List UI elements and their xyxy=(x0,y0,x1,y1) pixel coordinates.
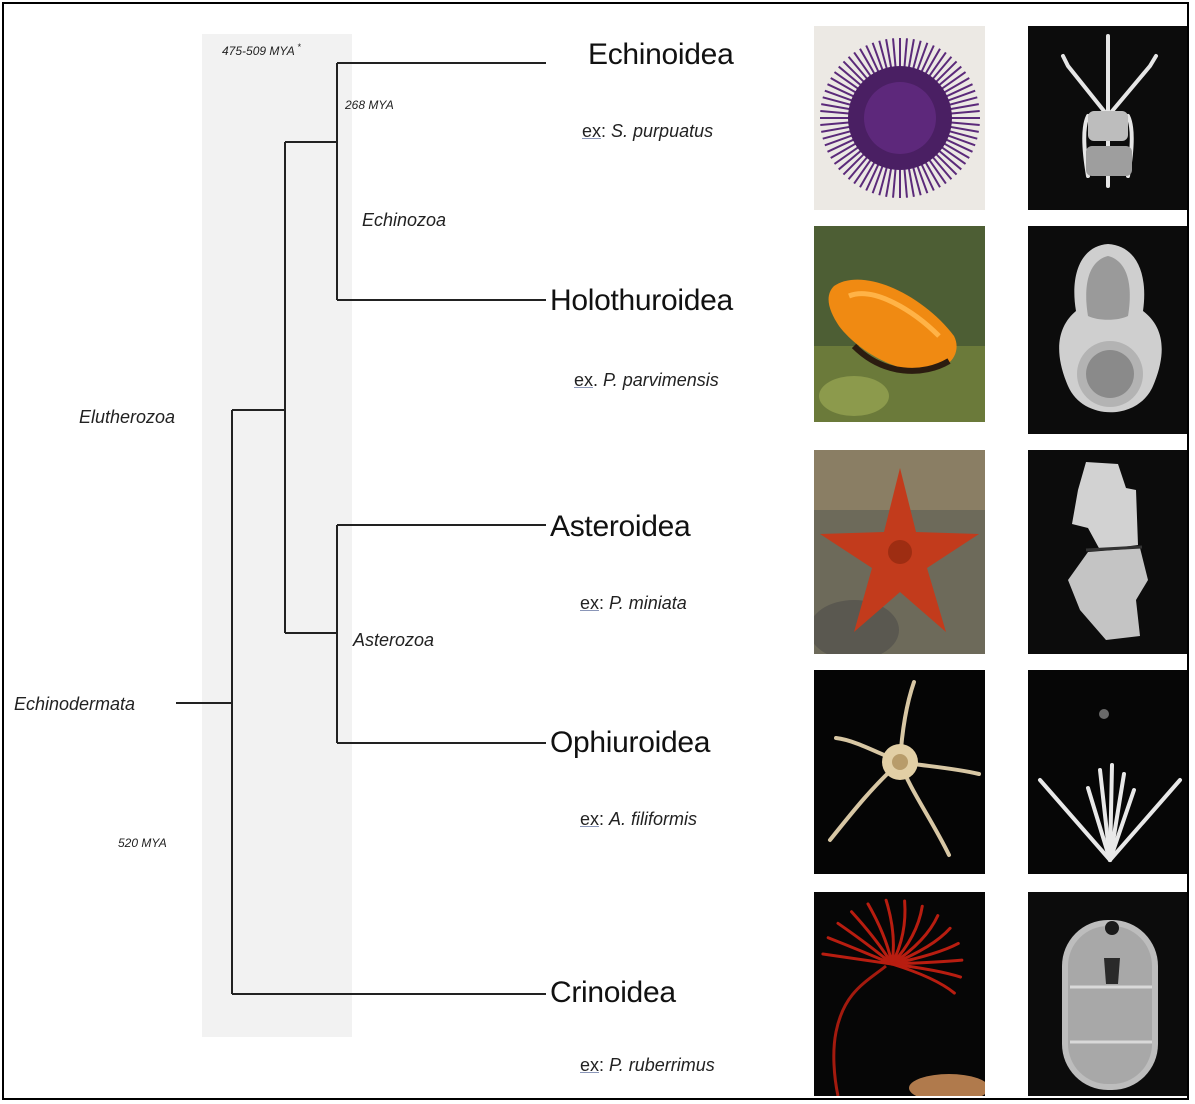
example-species-echinoidea: ex: S. purpuatus xyxy=(582,121,713,142)
brittle-star-photo xyxy=(814,670,985,874)
example-species-asteroidea: ex: P. miniata xyxy=(580,593,687,614)
clade-label-asterozoa: Asterozoa xyxy=(353,630,434,651)
taxon-name-ophiuroidea: Ophiuroidea xyxy=(550,726,710,760)
crinoid-larva-sem-image xyxy=(1028,892,1189,1096)
clade-label-eleutherozoa: Elutherozoa xyxy=(79,407,175,428)
asteroid-larva-sem-image xyxy=(1028,450,1189,654)
ophiuroid-larva-sem-image xyxy=(1028,670,1189,874)
time-label-echinozoa: 268 MYA xyxy=(345,98,394,112)
time-label-echinoidea: 475-509 MYA * xyxy=(222,42,301,58)
phylogenetic-tree xyxy=(4,4,1189,1100)
holothuroid-larva-sem-image xyxy=(1028,226,1189,434)
taxon-name-holothuroidea: Holothuroidea xyxy=(550,284,733,318)
sea-cucumber-photo xyxy=(814,226,985,422)
taxon-name-echinoidea: Echinoidea xyxy=(588,38,733,72)
sea-star-photo xyxy=(814,450,985,654)
example-species-crinoidea: ex: P. ruberrimus xyxy=(580,1055,715,1076)
example-species-ophiuroidea: ex: A. filiformis xyxy=(580,809,697,830)
taxon-name-asteroidea: Asteroidea xyxy=(550,510,690,544)
feather-star-photo xyxy=(814,892,985,1096)
example-species-holothuroidea: ex. P. parvimensis xyxy=(574,370,719,391)
echinoid-larva-sem-image xyxy=(1028,26,1189,210)
clade-label-echinodermata: Echinodermata xyxy=(14,694,135,715)
sea-urchin-photo xyxy=(814,26,985,210)
time-label-root: 520 MYA xyxy=(118,836,167,850)
clade-label-echinozoa: Echinozoa xyxy=(362,210,446,231)
taxon-name-crinoidea: Crinoidea xyxy=(550,976,676,1010)
